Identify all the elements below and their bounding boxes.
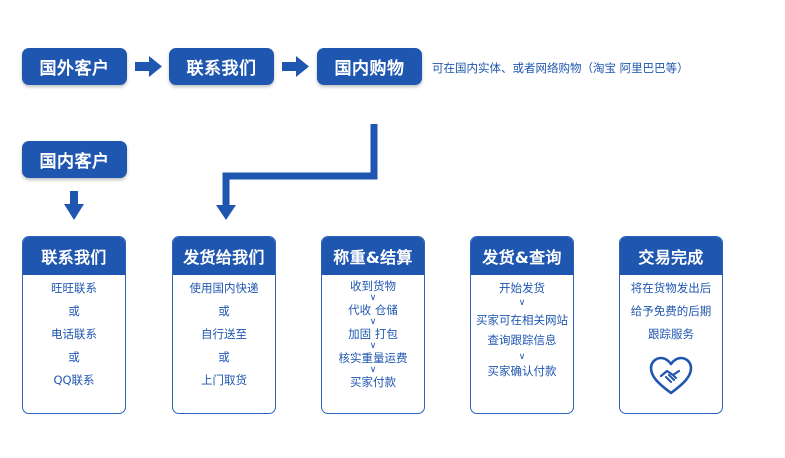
card-body: 开始发货 ∨ 买家可在相关网站 查询跟踪信息 ∨ 买家确认付款	[471, 275, 573, 379]
step-domestic-shopping: 国内购物	[317, 48, 422, 85]
card-line: 旺旺联系	[51, 281, 97, 295]
step-domestic-customer: 国内客户	[22, 141, 127, 178]
right-arrow-icon	[282, 56, 309, 77]
card-line: 给予免费的后期	[630, 304, 712, 318]
card-line: 上门取货	[201, 373, 247, 387]
card-line: 核实重量运费	[338, 351, 408, 365]
card-ship-to-us: 发货给我们 使用国内快递 或 自行送至 或 上门取货	[172, 236, 276, 414]
card-title: 联系我们	[23, 237, 125, 275]
step-label: 国内购物	[334, 59, 405, 79]
card-line: QQ联系	[53, 373, 95, 387]
shopping-note: 可在国内实体、或者网络购物（淘宝 阿里巴巴等）	[432, 61, 689, 75]
right-arrow-icon	[135, 56, 162, 77]
card-line: 买家确认付款	[487, 364, 557, 378]
card-line: 查询跟踪信息	[487, 333, 557, 347]
card-title: 发货&查询	[471, 237, 573, 275]
card-body: 使用国内快递 或 自行送至 或 上门取货	[173, 275, 275, 392]
card-title: 发货给我们	[173, 237, 275, 275]
card-line: 买家付款	[350, 375, 396, 389]
step-label: 国外客户	[39, 59, 110, 79]
chevron-down-icon: ∨	[369, 341, 377, 351]
card-line: 收到货物	[350, 279, 396, 293]
card-transaction-complete: 交易完成 将在货物发出后 给予免费的后期 跟踪服务	[619, 236, 723, 414]
down-arrow-icon	[216, 205, 236, 220]
step-label: 联系我们	[186, 59, 257, 79]
card-line: 买家可在相关网站	[476, 313, 568, 327]
step-overseas-customer: 国外客户	[22, 48, 127, 85]
card-line: 或	[68, 304, 80, 318]
card-ship-track: 发货&查询 开始发货 ∨ 买家可在相关网站 查询跟踪信息 ∨ 买家确认付款	[470, 236, 574, 414]
down-arrow-icon	[64, 191, 84, 220]
step-contact-us: 联系我们	[169, 48, 274, 85]
chevron-down-icon: ∨	[369, 365, 377, 375]
chevron-down-icon: ∨	[369, 293, 377, 303]
handshake-heart-icon	[649, 356, 693, 395]
card-weigh-settle: 称重&结算 收到货物 ∨ 代收 仓储 ∨ 加固 打包 ∨ 核实重量运费 ∨ 买家…	[321, 236, 425, 414]
card-line: 将在货物发出后	[630, 281, 712, 295]
card-body: 收到货物 ∨ 代收 仓储 ∨ 加固 打包 ∨ 核实重量运费 ∨ 买家付款	[322, 275, 424, 390]
step-label: 国内客户	[39, 152, 110, 172]
card-line: 或	[218, 304, 230, 318]
card-line: 电话联系	[51, 327, 97, 341]
chevron-down-icon: ∨	[518, 298, 526, 308]
card-body: 将在货物发出后 给予免费的后期 跟踪服务	[620, 275, 722, 346]
card-title: 交易完成	[620, 237, 722, 275]
card-line: 开始发货	[499, 281, 545, 295]
card-line: 使用国内快递	[189, 281, 259, 295]
card-line: 自行送至	[201, 327, 247, 341]
elbow-connector	[222, 124, 378, 206]
card-contact-us: 联系我们 旺旺联系 或 电话联系 或 QQ联系	[22, 236, 126, 414]
chevron-down-icon: ∨	[369, 317, 377, 327]
card-body: 旺旺联系 或 电话联系 或 QQ联系	[23, 275, 125, 392]
card-title: 称重&结算	[322, 237, 424, 275]
card-line: 跟踪服务	[648, 327, 694, 341]
card-line: 或	[218, 350, 230, 364]
card-line: 代收 仓储	[348, 303, 398, 317]
card-line: 或	[68, 350, 80, 364]
card-line: 加固 打包	[348, 327, 398, 341]
chevron-down-icon: ∨	[518, 352, 526, 362]
